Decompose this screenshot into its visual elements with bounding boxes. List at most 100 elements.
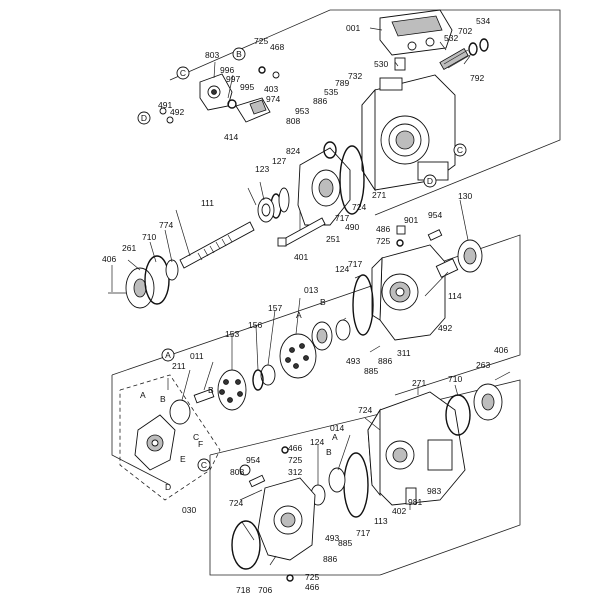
part-label: 885	[338, 538, 352, 548]
part-label: 493	[325, 533, 339, 543]
valve-402	[405, 487, 417, 505]
part-label: 486	[376, 224, 390, 234]
swash-assembly-030	[134, 414, 176, 471]
part-label: 013	[304, 285, 318, 295]
circled-letter: C	[180, 68, 186, 78]
ring-774	[165, 259, 179, 281]
oring-466	[281, 446, 289, 454]
part-label: 792	[470, 73, 484, 83]
spool-995	[235, 97, 271, 123]
screw-406-lower	[494, 371, 511, 381]
part-label: 406	[102, 254, 116, 264]
plate-211	[169, 399, 191, 425]
part-label: 271	[372, 190, 386, 200]
pump-casing-271-lower	[367, 391, 466, 506]
valve-cover-311	[371, 244, 446, 341]
circled-letter: B	[236, 49, 242, 59]
inline-letter: B	[208, 385, 214, 395]
part-label: 725	[254, 36, 268, 46]
part-label: 718	[236, 585, 250, 595]
part-label: 124	[310, 437, 324, 447]
part-label: 886	[323, 554, 337, 564]
part-label: 886	[313, 96, 327, 106]
drive-shaft-111	[179, 221, 255, 269]
ring-127	[278, 187, 290, 213]
part-label: 261	[122, 243, 136, 253]
circled-letter: C	[201, 460, 207, 470]
gear-pump-130	[457, 239, 483, 273]
cylinder-014	[328, 467, 346, 493]
rotor-assembly	[279, 333, 317, 379]
part-label: 113	[374, 516, 388, 526]
part-label: 156	[248, 320, 262, 330]
part-label: 124	[335, 264, 349, 274]
part-label: 030	[182, 505, 196, 515]
part-label: 114	[448, 291, 462, 301]
part-label: 706	[258, 585, 272, 595]
pump-casing-271-upper	[361, 74, 456, 192]
part-label: 157	[268, 303, 282, 313]
part-label: 271	[412, 378, 426, 388]
lower-assembly	[231, 371, 511, 582]
part-label: 997	[226, 74, 240, 84]
plug-532	[439, 47, 473, 71]
part-label: 717	[348, 259, 362, 269]
part-label: 492	[438, 323, 452, 333]
oring-997	[227, 99, 237, 109]
part-label: 724	[229, 498, 243, 508]
oring-725-top	[258, 66, 266, 74]
inline-letter: A	[332, 432, 338, 442]
part-label: 532	[444, 33, 458, 43]
oring-717-lower	[343, 452, 369, 518]
shaft-114	[435, 258, 459, 278]
inline-letter: B	[320, 297, 326, 307]
part-label: 725	[376, 236, 390, 246]
oring-702	[468, 42, 478, 56]
part-label: 311	[397, 348, 411, 358]
bearing-123-inner	[261, 203, 271, 217]
oring-490	[339, 145, 365, 215]
circled-letters: B C D C D C A	[137, 47, 467, 472]
part-label: C	[193, 432, 199, 442]
part-label: B	[160, 394, 166, 404]
part-label: A	[140, 390, 146, 400]
part-label: 901	[404, 215, 418, 225]
part-label: 808	[286, 116, 300, 126]
part-label: 717	[356, 528, 370, 538]
screw-493	[369, 345, 381, 353]
part-label: D	[165, 482, 171, 492]
part-label: 954	[246, 455, 260, 465]
part-label: 710	[142, 232, 156, 242]
circled-letter: C	[457, 145, 463, 155]
oring-718	[231, 520, 261, 570]
part-label: 123	[255, 164, 269, 174]
part-label: 725	[288, 455, 302, 465]
screw-954-mid	[427, 229, 443, 241]
piston-plate-153	[217, 369, 247, 411]
part-label: 702	[458, 26, 472, 36]
part-label: 011	[190, 351, 204, 361]
screw-954-lower	[248, 474, 266, 488]
part-label: 803	[205, 50, 219, 60]
part-label: 995	[240, 82, 254, 92]
plug-468	[272, 71, 280, 79]
part-label: 886	[378, 356, 392, 366]
upper-assembly	[108, 9, 489, 309]
plug-491	[159, 107, 167, 115]
part-label: 534	[476, 16, 490, 26]
circled-letter: D	[141, 113, 147, 123]
valve-plate-251	[297, 147, 351, 226]
part-label: 468	[270, 42, 284, 52]
oring-717-mid	[352, 274, 374, 336]
valve-cover-312	[257, 477, 316, 561]
inline-letter: A	[296, 310, 302, 320]
cylinder-block-013	[311, 321, 333, 351]
part-label: 885	[364, 366, 378, 376]
part-label: 724	[352, 202, 366, 212]
adjuster-530	[394, 57, 406, 71]
part-label: 492	[170, 107, 184, 117]
part-label: 493	[346, 356, 360, 366]
part-label: 725	[305, 572, 319, 582]
